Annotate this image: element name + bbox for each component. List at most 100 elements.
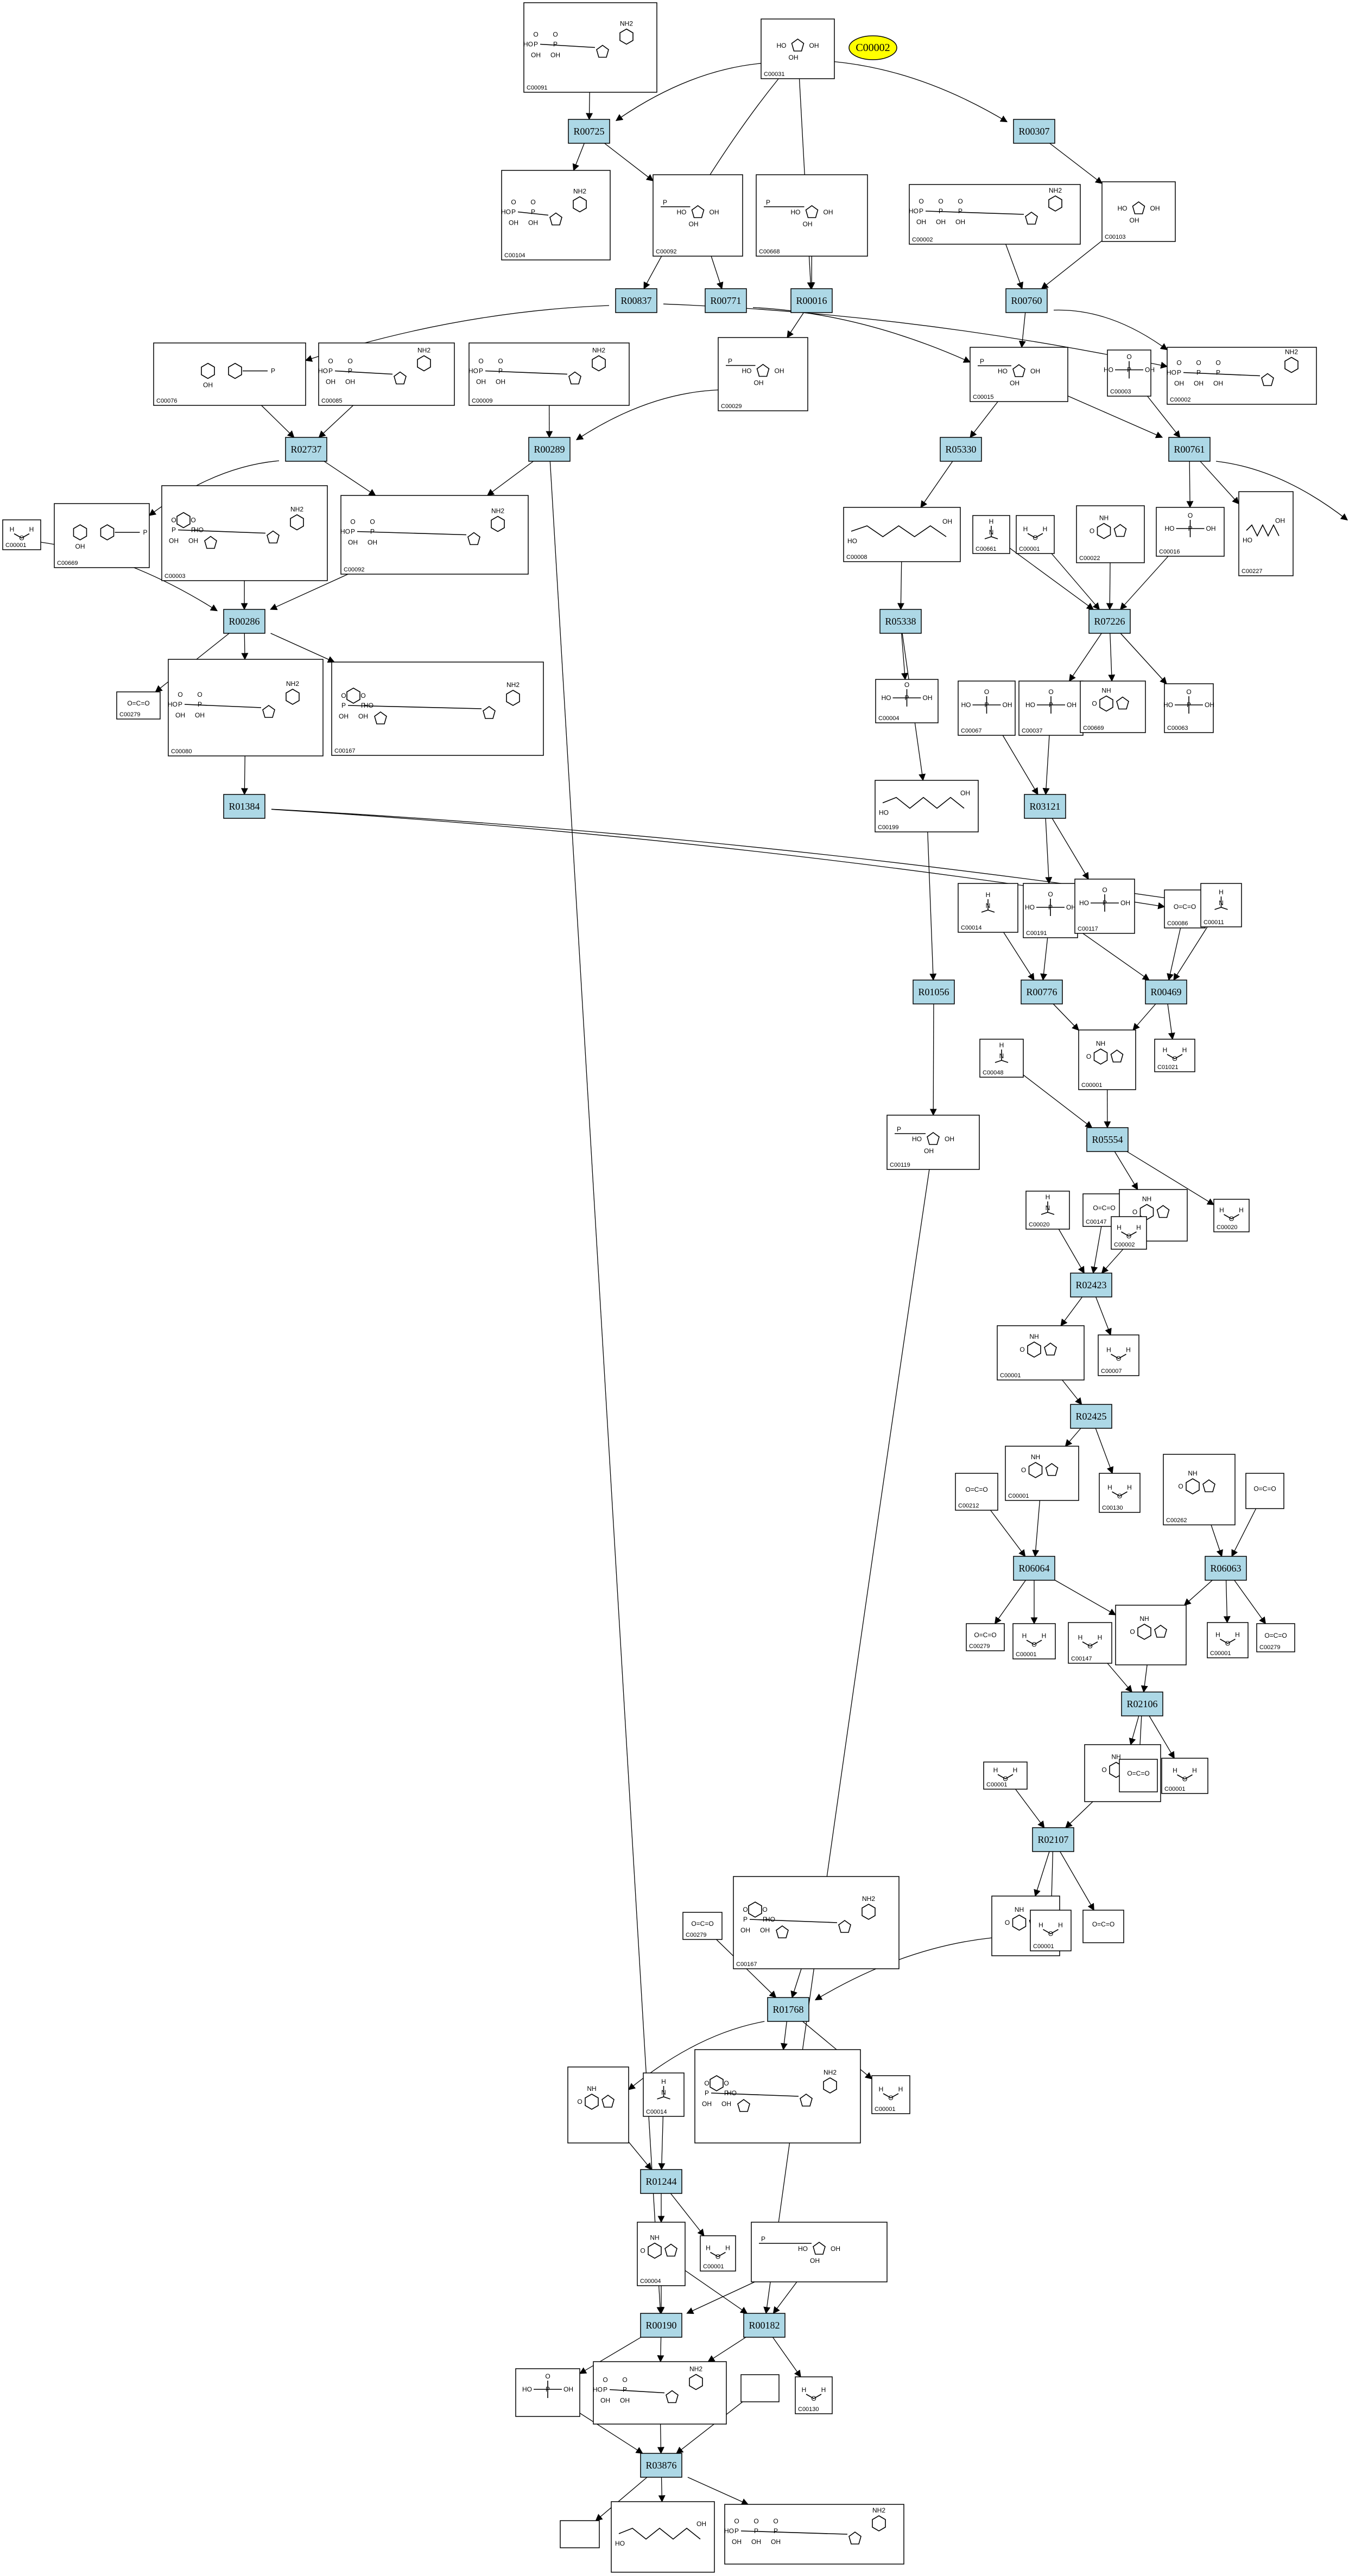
reaction-r00837[interactable]: R00837 [615,288,657,313]
reaction-r00725[interactable]: R00725 [568,119,610,144]
reaction-r01244[interactable]: R01244 [640,2169,682,2194]
compound-c00001[interactable] [560,2520,600,2548]
highlight-compound[interactable]: C00002 [848,35,897,60]
reaction-r00016[interactable]: R00016 [790,288,833,313]
reaction-r00307[interactable]: R00307 [1013,119,1055,144]
compound-empty[interactable]: O=C=O [1119,1759,1158,1792]
reaction-r00182[interactable]: R00182 [743,2313,786,2338]
compound-empty[interactable]: NHO [567,2066,629,2144]
compound-empty[interactable] [740,2374,780,2402]
reaction-r02107[interactable]: R02107 [1032,1827,1074,1852]
reaction-r00289[interactable]: R00289 [528,437,571,462]
reaction-r06064[interactable]: R06064 [1013,1556,1055,1581]
reaction-r01384[interactable]: R01384 [223,794,265,819]
reaction-r02423[interactable]: R02423 [1070,1273,1112,1297]
reaction-r05554[interactable]: R05554 [1086,1127,1129,1152]
reaction-r07226[interactable]: R07226 [1088,609,1131,634]
reaction-r00190[interactable]: R00190 [640,2313,682,2338]
reaction-r02737[interactable]: R02737 [285,437,327,462]
reaction-r00761[interactable]: R00761 [1168,437,1211,462]
reaction-r05330[interactable]: R05330 [940,437,982,462]
compound-empty[interactable]: NHO [1115,1605,1187,1665]
reaction-r02425[interactable]: R02425 [1070,1404,1112,1429]
reaction-r00760[interactable]: R00760 [1005,288,1048,313]
reaction-r01768[interactable]: R01768 [767,1997,809,2022]
reaction-r05338[interactable]: R05338 [879,609,922,634]
compound-empty[interactable]: O=C=O [1082,1910,1124,1943]
reaction-r03876[interactable]: R03876 [640,2453,682,2478]
reaction-r00776[interactable]: R00776 [1021,979,1063,1004]
reaction-r00771[interactable]: R00771 [705,288,747,313]
reaction-r03121[interactable]: R03121 [1024,794,1066,819]
reaction-r01056[interactable]: R01056 [913,979,955,1004]
reaction-r00469[interactable]: R00469 [1145,979,1187,1004]
reaction-r02106[interactable]: R02106 [1121,1691,1163,1716]
compound-empty[interactable]: O=C=O [1245,1473,1284,1509]
